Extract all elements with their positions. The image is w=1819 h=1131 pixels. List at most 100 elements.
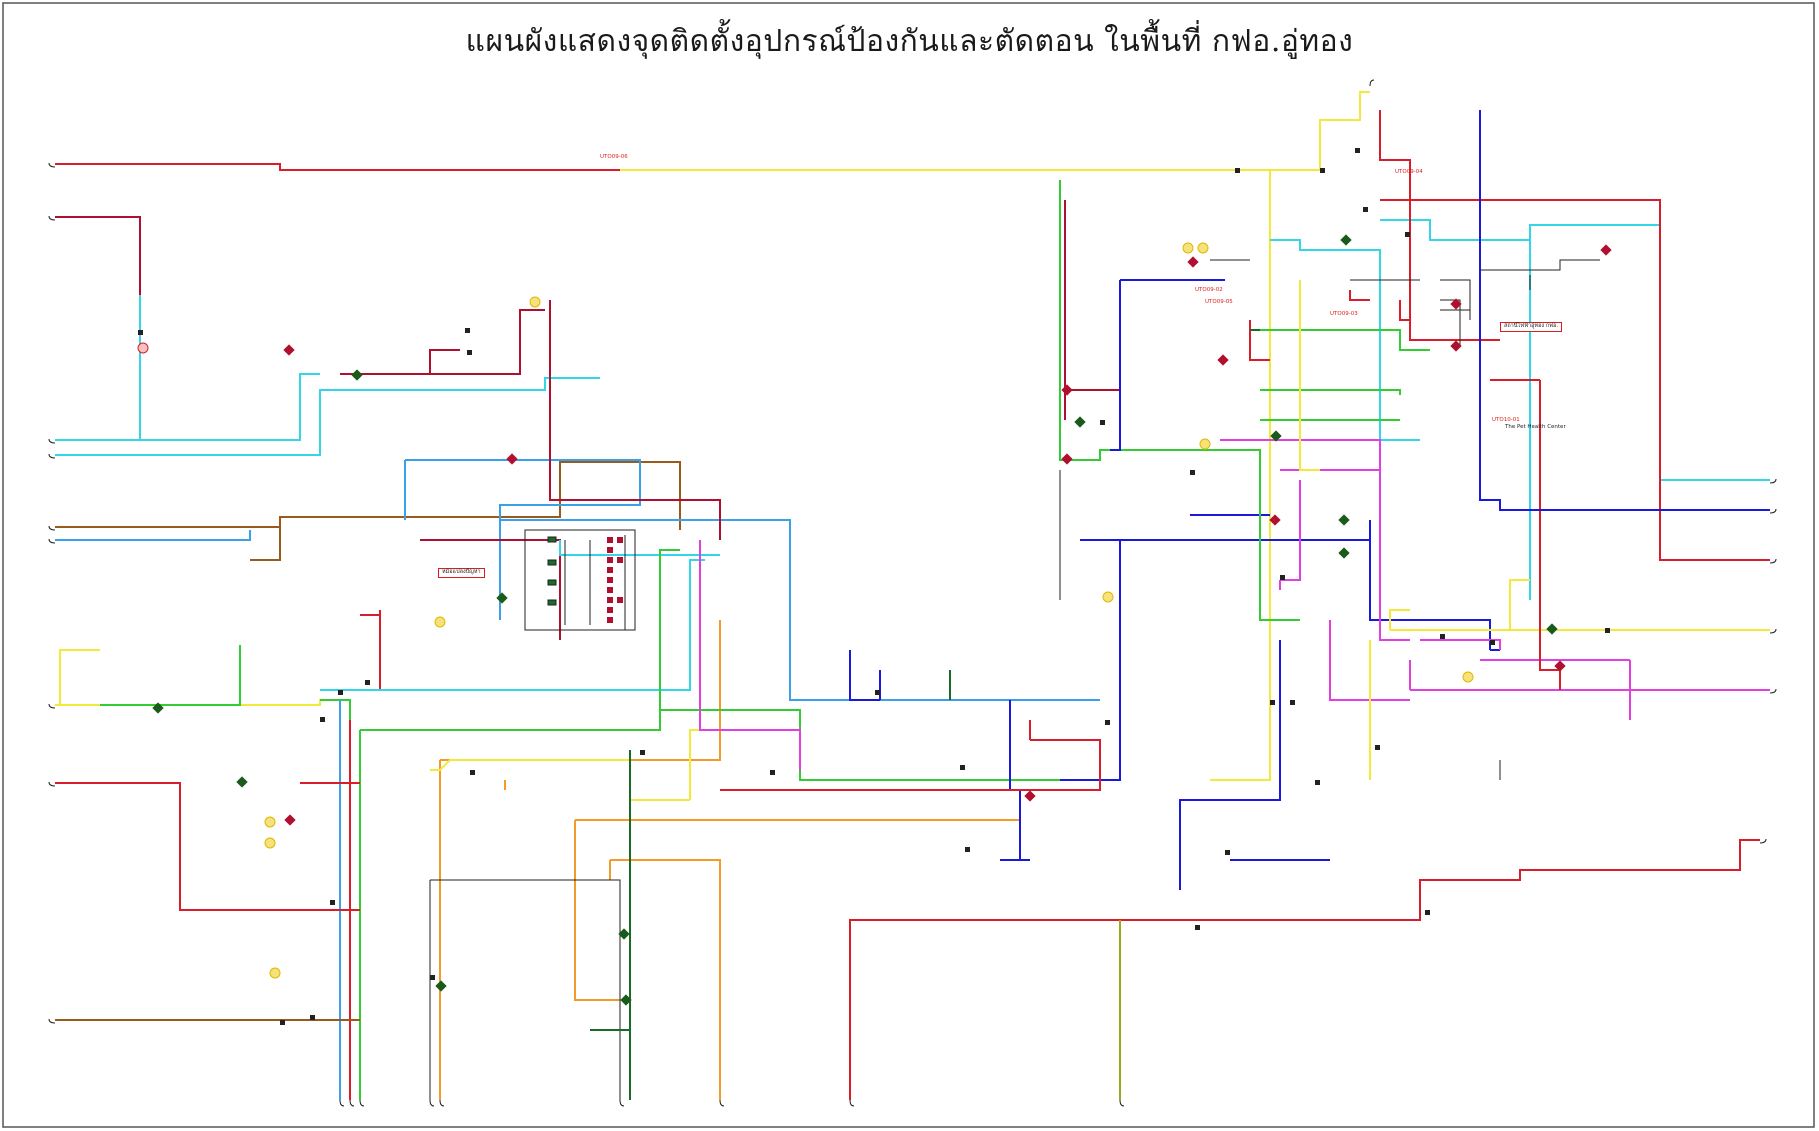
feeder-line-green <box>1259 450 1270 621</box>
recloser-icon <box>1024 790 1036 802</box>
source-icon <box>1102 591 1114 603</box>
feeder-line-blue2 <box>55 530 251 541</box>
recloser-icon <box>1450 340 1462 352</box>
switch-icon <box>1546 623 1558 635</box>
feeder-line-black <box>1440 299 1461 345</box>
switch-markers <box>138 148 1612 1025</box>
feeder-line-magenta <box>1280 469 1410 641</box>
feeder-line-magenta <box>1280 480 1301 581</box>
source-icon <box>264 837 276 849</box>
switch-icon <box>1270 430 1282 442</box>
recloser-icon <box>1217 354 1229 366</box>
switch-icon <box>152 702 164 714</box>
feeder-line-darkred <box>420 539 561 640</box>
feeder-line-red <box>720 739 1101 791</box>
feeder-line-darkred <box>340 309 545 375</box>
source-icon <box>137 342 149 354</box>
substation-bus-frame <box>524 529 636 631</box>
source-icon <box>1199 438 1211 450</box>
feeder-line-red <box>1399 300 1410 321</box>
feeder-line-yellow <box>430 759 690 801</box>
device-label: UTO09-04 <box>1395 169 1423 175</box>
feeder-line-red <box>55 163 620 171</box>
feeder-line-red <box>55 782 360 911</box>
feeder-line-blue <box>1200 640 1281 801</box>
feeder-line-red <box>379 610 390 691</box>
feeder-line-cyan <box>1270 239 1420 441</box>
feeder-line-yellow <box>620 91 1370 171</box>
recloser-icon <box>1269 514 1281 526</box>
central-substation <box>535 529 623 631</box>
feeder-line-black <box>1480 259 1600 271</box>
feeder-line-orange <box>574 820 620 1001</box>
feeder-line-darkred <box>549 300 721 540</box>
source-icon <box>264 816 276 828</box>
feeder-line-darkred <box>429 349 460 374</box>
switch-icon <box>435 980 447 992</box>
feeder-line-blue <box>1000 789 1021 861</box>
feeder-line-cyan <box>55 377 600 456</box>
feeder-line-yellow <box>1389 609 1410 630</box>
feeder-line-black <box>430 879 621 1100</box>
feeder-line-red <box>1349 290 1370 301</box>
feeder-line-yellow <box>689 729 700 800</box>
switch-icon <box>1074 416 1086 428</box>
feeder-line-red <box>1249 320 1270 361</box>
switch-icon <box>1338 547 1350 559</box>
switch-icon <box>496 592 508 604</box>
feeder-line-black <box>1440 279 1471 320</box>
device-label: UTO09-02 <box>1195 287 1223 293</box>
recloser-icon <box>506 453 518 465</box>
device-label: UTO10-01 <box>1492 417 1520 423</box>
feeder-line-yellow <box>59 649 100 706</box>
feeder-line-brown <box>250 527 281 561</box>
feeder-line-green <box>1059 180 1200 461</box>
feeder-line-red <box>849 839 1760 1100</box>
switch-icon <box>1338 514 1350 526</box>
source-icon <box>269 967 281 979</box>
feeder-line-green <box>659 550 1060 781</box>
switch-icon <box>618 928 630 940</box>
source-markers <box>137 242 1474 979</box>
page-title: แผนผังแสดงจุดติดตั้งอุปกรณ์ป้องกันและตัด… <box>465 24 1354 59</box>
feeder-line-orange <box>610 859 721 1100</box>
feeder-line-blue <box>990 700 1011 791</box>
feeder-line-cyan <box>1380 219 1770 481</box>
switch-icon <box>1340 234 1352 246</box>
feeder-line-darkred <box>1065 389 1121 430</box>
recloser-icon <box>1061 384 1073 396</box>
switch-icon <box>236 776 248 788</box>
feeder-line-green <box>1200 449 1261 470</box>
feeder-line-darkred <box>55 216 141 295</box>
feeder-line-yellow <box>1299 280 1320 471</box>
feeder-line-blue <box>1060 539 1121 781</box>
recloser-icon <box>283 344 295 356</box>
source-icon <box>434 616 446 628</box>
recloser-icon <box>1061 453 1073 465</box>
source-icon <box>1197 242 1209 254</box>
recloser-icon <box>1187 256 1199 268</box>
feeder-line-blue <box>1369 540 1380 621</box>
feeder-line-green <box>360 549 680 731</box>
device-label: UTO09-05 <box>1205 299 1233 305</box>
source-icon <box>529 296 541 308</box>
feeder-line-magenta <box>1329 620 1410 701</box>
source-icon <box>1182 242 1194 254</box>
device-label: UTO09-06 <box>600 154 628 160</box>
feeder-line-magenta <box>1420 639 1501 650</box>
feeder-line-green <box>1260 389 1401 395</box>
feeder-line-green <box>1260 329 1430 351</box>
device-label: UTO09-03 <box>1330 311 1358 317</box>
feeder-line-cyan <box>55 295 141 441</box>
feeder-line-blue <box>405 459 641 620</box>
feeder-line-cyan <box>559 540 720 556</box>
recloser-icon <box>1554 660 1566 672</box>
feeder-line-green <box>100 645 241 706</box>
feeder-line-red <box>1379 110 1500 341</box>
feeder-line-cyan <box>55 373 320 441</box>
substation-label: สถานีไฟฟ้าอู่ทอง กฟอ. <box>1500 322 1563 332</box>
feeder-line-yellow <box>1210 170 1271 781</box>
substation-label: หม้อแปลงปัญหา <box>438 568 485 578</box>
